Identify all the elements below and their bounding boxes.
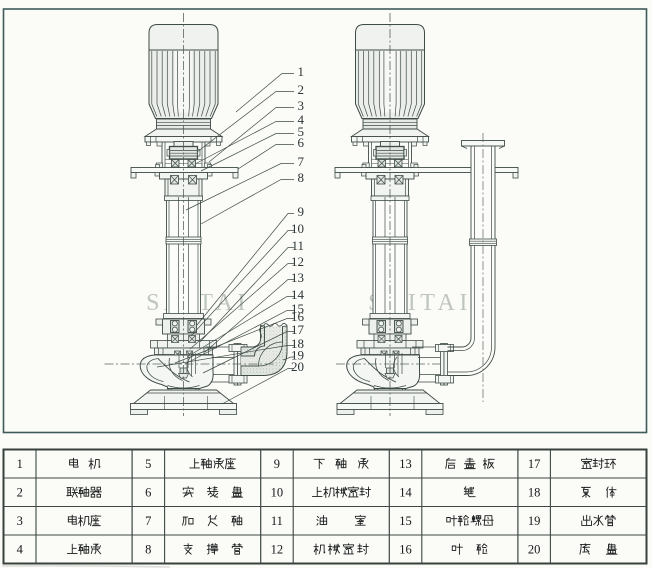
svg-text:11: 11 (271, 514, 283, 528)
svg-text:9: 9 (298, 204, 305, 219)
svg-text:8: 8 (298, 170, 305, 185)
svg-text:10: 10 (271, 486, 284, 500)
svg-text:3: 3 (17, 514, 23, 528)
svg-text:20: 20 (528, 543, 541, 557)
svg-text:7: 7 (145, 514, 151, 528)
svg-text:10: 10 (291, 221, 304, 236)
svg-text:14: 14 (291, 287, 305, 302)
svg-text:1: 1 (298, 64, 305, 79)
svg-text:19: 19 (291, 348, 304, 363)
svg-text:12: 12 (291, 254, 304, 269)
svg-text:2: 2 (298, 82, 305, 97)
svg-text:6: 6 (298, 135, 305, 150)
svg-text:6: 6 (145, 486, 151, 500)
svg-text:5: 5 (145, 457, 151, 471)
svg-text:16: 16 (291, 309, 305, 324)
svg-text:4: 4 (17, 543, 24, 557)
svg-text:4: 4 (298, 112, 305, 127)
svg-text:12: 12 (271, 543, 284, 557)
svg-text:17: 17 (528, 457, 541, 471)
svg-text:14: 14 (399, 486, 412, 500)
svg-text:1: 1 (17, 457, 23, 471)
svg-text:7: 7 (298, 154, 305, 169)
svg-text:9: 9 (274, 457, 280, 471)
svg-text:18: 18 (528, 486, 541, 500)
svg-text:19: 19 (528, 514, 541, 528)
svg-text:15: 15 (291, 301, 304, 316)
svg-text:16: 16 (399, 543, 412, 557)
svg-text:3: 3 (298, 98, 305, 113)
svg-text:18: 18 (291, 336, 304, 351)
svg-text:5: 5 (298, 124, 305, 139)
svg-text:13: 13 (291, 270, 304, 285)
svg-text:20: 20 (291, 359, 304, 374)
svg-text:8: 8 (145, 543, 151, 557)
svg-text:11: 11 (291, 238, 304, 253)
svg-text:15: 15 (399, 514, 412, 528)
svg-text:2: 2 (17, 486, 23, 500)
svg-text:17: 17 (291, 322, 305, 337)
svg-text:13: 13 (399, 457, 412, 471)
